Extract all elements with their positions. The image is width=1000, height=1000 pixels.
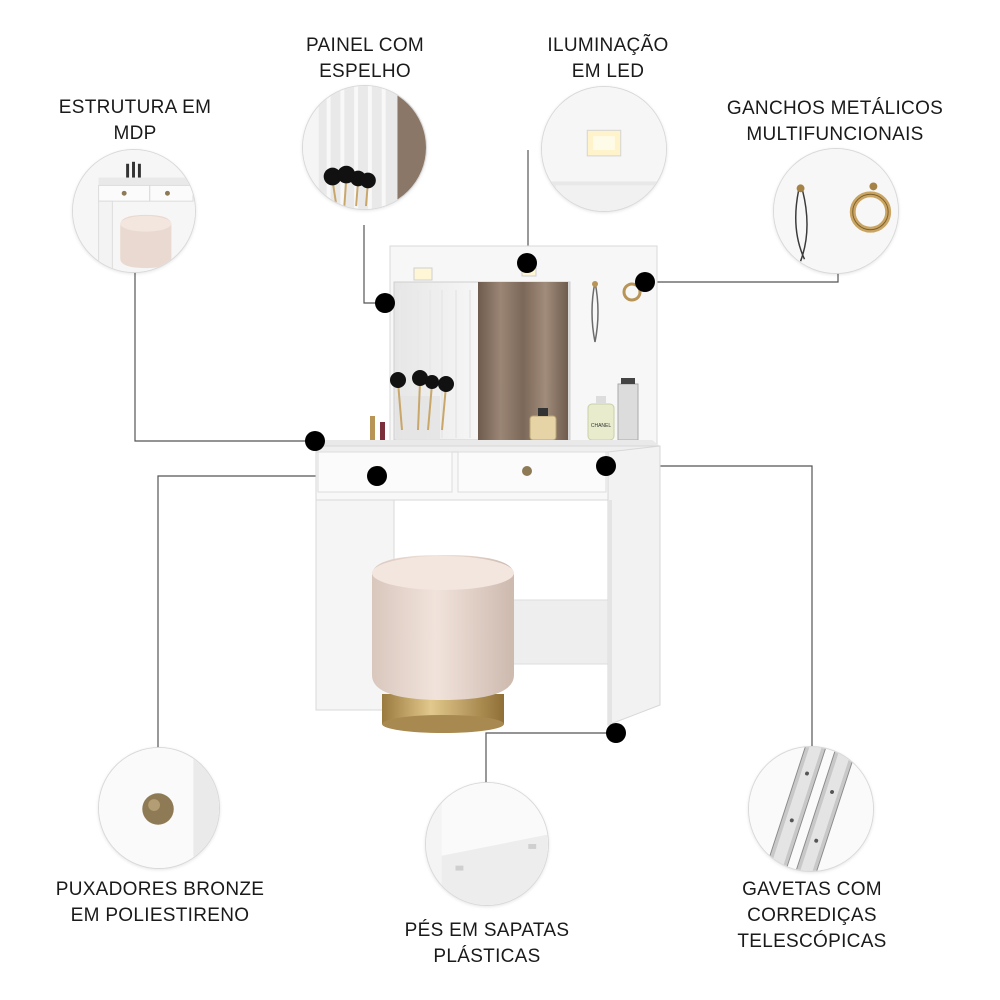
detail-bubble-pes [425, 782, 549, 906]
label-iluminacao: ILUMINAÇÃO EM LED [547, 35, 669, 82]
dot-painel [375, 293, 395, 313]
perfume-label: CHANEL [591, 423, 612, 429]
label-puxadores: PUXADORES BRONZE EM POLIESTIRENO [55, 879, 265, 926]
dot-iluminacao [517, 253, 537, 273]
dot-gavetas [596, 456, 616, 476]
connector-gavetas [606, 465, 813, 746]
detail-bubble-painel [302, 85, 427, 210]
connector-estrutura [134, 253, 312, 442]
detail-bubble-iluminacao [541, 86, 667, 212]
connector-puxadores [157, 475, 376, 748]
label-ganchos: GANCHOS METÁLICOS MULTIFUNCIONAIS [726, 98, 944, 145]
label-painel: PAINEL COM ESPELHO [305, 35, 425, 82]
dot-estrutura [305, 431, 325, 451]
dot-puxadores [367, 466, 387, 486]
detail-bubble-gavetas [748, 746, 874, 872]
detail-bubble-puxadores [98, 747, 220, 869]
label-gavetas: GAVETAS COM CORREDIÇAS TELESCÓPICAS [737, 879, 887, 952]
detail-bubble-estrutura [72, 149, 196, 273]
label-pes: PÉS EM SAPATAS PLÁSTICAS [404, 920, 570, 967]
connector-pes [485, 732, 616, 793]
dot-pes [606, 723, 626, 743]
detail-bubble-ganchos [773, 148, 899, 274]
label-estrutura: ESTRUTURA EM MDP [58, 97, 212, 144]
dot-ganchos [635, 272, 655, 292]
